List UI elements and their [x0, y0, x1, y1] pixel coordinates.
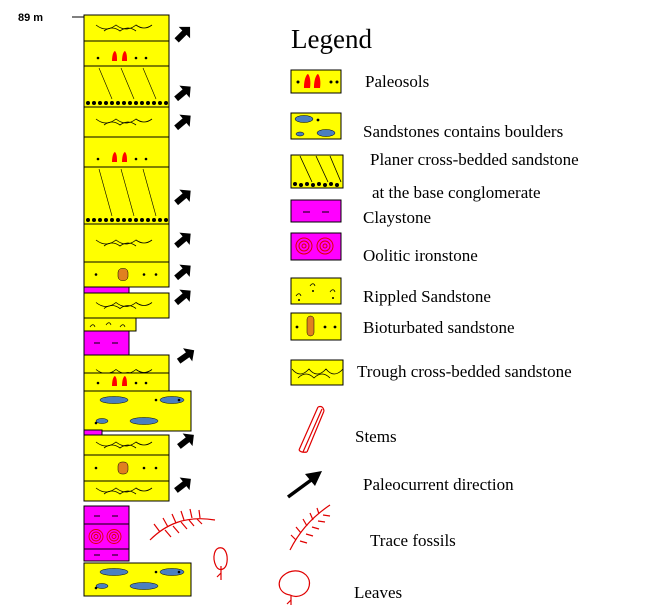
legend-label-bioturbated: Bioturbated sandstone — [363, 318, 515, 337]
paleocurrent-arrow — [174, 264, 191, 281]
legend-label-boulders: Sandstones contains boulders — [363, 122, 564, 141]
legend-title: Legend — [291, 24, 372, 54]
bed-trough — [83, 480, 170, 502]
paleocurrent-arrow — [174, 114, 191, 131]
depth-label: 89 m — [18, 12, 44, 24]
bed-claystone — [83, 286, 130, 294]
paleocurrent-arrow — [174, 477, 191, 493]
paleocurrent-arrows — [174, 26, 195, 493]
bed-boulders — [83, 390, 192, 432]
bed-boulders — [83, 562, 192, 597]
bed-claystone — [83, 505, 130, 527]
bed-trough — [83, 106, 170, 138]
legend-label-planer: Planer cross-bedded sandstone — [370, 150, 579, 169]
bed-paleosols — [83, 136, 170, 168]
legend-swatch-trough — [290, 359, 344, 386]
lithology-column — [83, 14, 192, 597]
bed-rippled — [83, 317, 137, 332]
legend-label-planer-base: at the base conglomerate — [372, 183, 541, 202]
legend-swatch-rippled — [290, 277, 342, 305]
bed-bioturbated — [83, 454, 170, 482]
legend-label-oolitic: Oolitic ironstone — [363, 246, 478, 265]
bed-planer — [83, 65, 170, 108]
legend-swatch-oolitic — [290, 232, 342, 261]
stem-drawing-column — [213, 547, 228, 580]
bed-paleosols — [83, 40, 170, 67]
trace-fossils-icon — [289, 504, 331, 551]
legend-swatch-bioturbated — [290, 312, 342, 341]
paleocurrent-arrow — [174, 26, 191, 43]
bed-claystone — [83, 429, 103, 436]
legend-label-trace-fossils: Trace fossils — [370, 531, 456, 550]
legend-label-claystone: Claystone — [363, 208, 431, 227]
bed-oolitic — [83, 523, 130, 550]
bed-paleosols — [83, 372, 170, 392]
paleocurrent-arrow — [174, 289, 191, 306]
legend-label-stems: Stems — [355, 427, 397, 446]
bed-bioturbated — [83, 261, 170, 288]
legend-label-trough: Trough cross-bedded sandstone — [357, 362, 572, 381]
paleocurrent-arrow — [174, 232, 191, 249]
stems-icon — [298, 405, 325, 453]
bed-trough — [83, 292, 170, 319]
paleocurrent-arrow — [176, 348, 195, 364]
paleocurrent-arrow — [177, 433, 194, 449]
paleocurrent-arrow — [174, 85, 191, 102]
bed-trough — [83, 14, 170, 42]
paleocurrent-arrow — [174, 189, 191, 206]
bed-trough — [83, 223, 170, 263]
legend-swatch-paleosols — [290, 69, 342, 94]
legend-swatch-boulders — [290, 112, 342, 140]
bed-trough — [83, 434, 170, 456]
bed-claystone — [83, 548, 130, 562]
bed-claystone — [83, 330, 130, 356]
leaves-icon — [278, 570, 311, 605]
paleocurrent-arrow-icon — [286, 471, 322, 499]
trace-fossil-drawing — [149, 508, 216, 541]
legend-label-paleosols: Paleosols — [365, 72, 430, 91]
legend-label-rippled: Rippled Sandstone — [363, 287, 491, 306]
legend-swatch-claystone — [290, 199, 342, 223]
legend-label-paleocurrent: Paleocurrent direction — [363, 475, 514, 494]
legend-label-leaves: Leaves — [354, 583, 403, 602]
bed-planer — [83, 166, 170, 225]
legend-swatch-planer — [290, 154, 344, 189]
